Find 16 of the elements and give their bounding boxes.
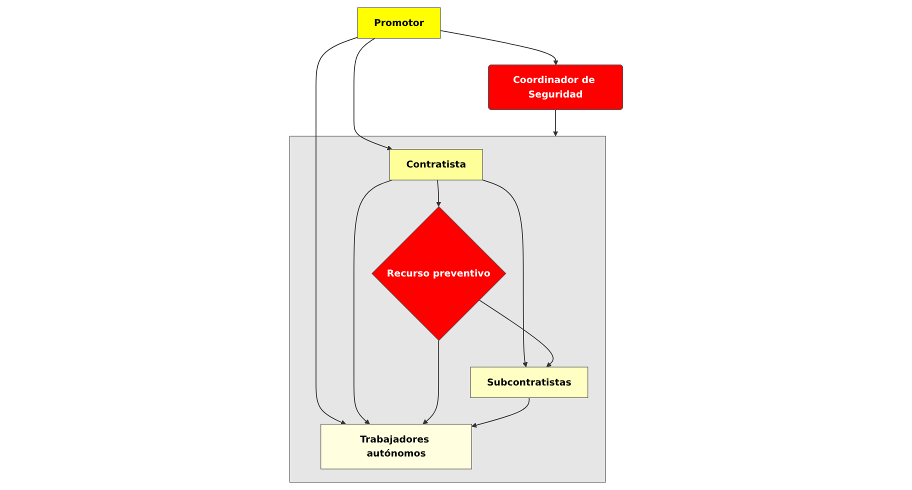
arrow xyxy=(353,180,392,424)
arrow xyxy=(482,180,528,368)
cluster xyxy=(289,136,606,483)
node-box: Subcontratistas xyxy=(470,366,588,398)
node-box: Trabajadores autónomos xyxy=(320,424,472,470)
node-diamond: Recurso preventivo xyxy=(371,206,506,341)
arrow xyxy=(440,30,558,66)
node-box: Promotor xyxy=(356,7,441,39)
node-box: Contratista xyxy=(389,149,483,180)
arrow xyxy=(471,397,530,428)
arrow xyxy=(315,36,358,425)
arrow xyxy=(436,180,441,207)
arrow xyxy=(552,109,558,136)
arrow xyxy=(478,300,554,368)
arrow xyxy=(422,340,439,424)
arrow xyxy=(353,38,392,150)
